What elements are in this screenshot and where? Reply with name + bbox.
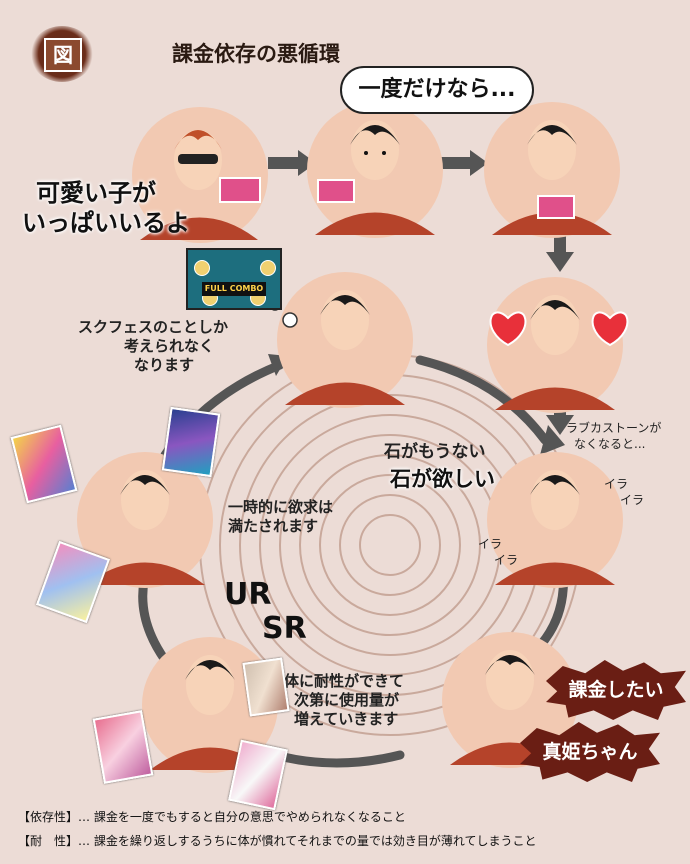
caption-kawaii: 可愛い子が いっぱいいるよ [22,178,190,238]
caption-taisei-line2: 次第に使用量が [294,691,400,709]
caption-ichiji-line2: 満たされます [228,517,319,535]
heart-icons [489,311,629,347]
heart-icon-right [591,311,629,347]
figure-tag: 図 [30,26,94,82]
game-full-combo-label: FULL COMBO [202,282,266,296]
person-8 [85,470,205,585]
person-1-scout [140,130,258,240]
caption-lovecastone-line2: なくなると... [574,437,646,451]
idol-card-4 [242,657,290,717]
rarity-ur: UR [224,577,272,612]
caption-ishi-line1: 石がもうない [384,442,486,462]
person-9 [285,290,405,405]
held-cards [219,177,575,219]
caption-kawaii-line2: いっぱいいるよ [22,209,190,237]
person-2 [315,120,435,235]
game-screenshot: FULL COMBO [186,248,282,310]
caption-kawaii-line1: 可愛い子が [36,179,156,207]
caption-taisei-line1: 体に耐性ができて [284,672,405,690]
heart-icon-left [489,311,527,347]
irritation-marks-top: イラ イラ [604,477,645,507]
caption-sukufesu-line3: なります [134,356,195,374]
speech-bubble-ichido: 一度だけなら... [340,66,534,114]
arrow-top-right [415,355,550,445]
caption-sukufesu-line1: スクフェスのことしか [78,318,229,336]
caption-ishi-line2: 石が欲しい [390,467,495,491]
rarity-sr: SR [262,611,307,646]
footer-definition-tolerance: 【耐 性】… 課金を繰り返しするうちに体が慣れてそれまでの量では効き目が薄れてし… [18,834,537,848]
people [85,120,615,770]
irritation-marks-bottom: イラ イラ [478,537,519,567]
caption-ichiji: 一時的に欲求は 満たされます [228,498,333,536]
footer-definition-dependence: 【依存性】… 課金を一度でもすると自分の意思でやめられなくなること [18,810,406,824]
person-5-irritated [495,470,615,585]
rarity-labels: UR SR [224,578,307,646]
caption-lovecastone: ラブカストーンが なくなると... [566,420,661,452]
caption-sukufesu-line2: 考えられなく [124,337,215,355]
idol-card-2 [161,406,221,478]
caption-taisei: 体に耐性ができて 次第に使用量が 増えていきます [284,672,404,729]
caption-sukufesu: スクフェスのことしか 考えられなく なります [78,318,228,375]
figure-label: 図 [44,38,82,72]
caption-lovecastone-line1: ラブカストーンが [566,421,662,435]
person-3 [492,120,612,235]
page-title: 課金依存の悪循環 [172,42,340,66]
caption-ishi: 石がもうない 石が欲しい [384,440,495,494]
person-4 [495,295,615,410]
caption-ichiji-line1: 一時的に欲求は [228,498,334,516]
caption-taisei-line3: 増えていきます [294,710,399,728]
